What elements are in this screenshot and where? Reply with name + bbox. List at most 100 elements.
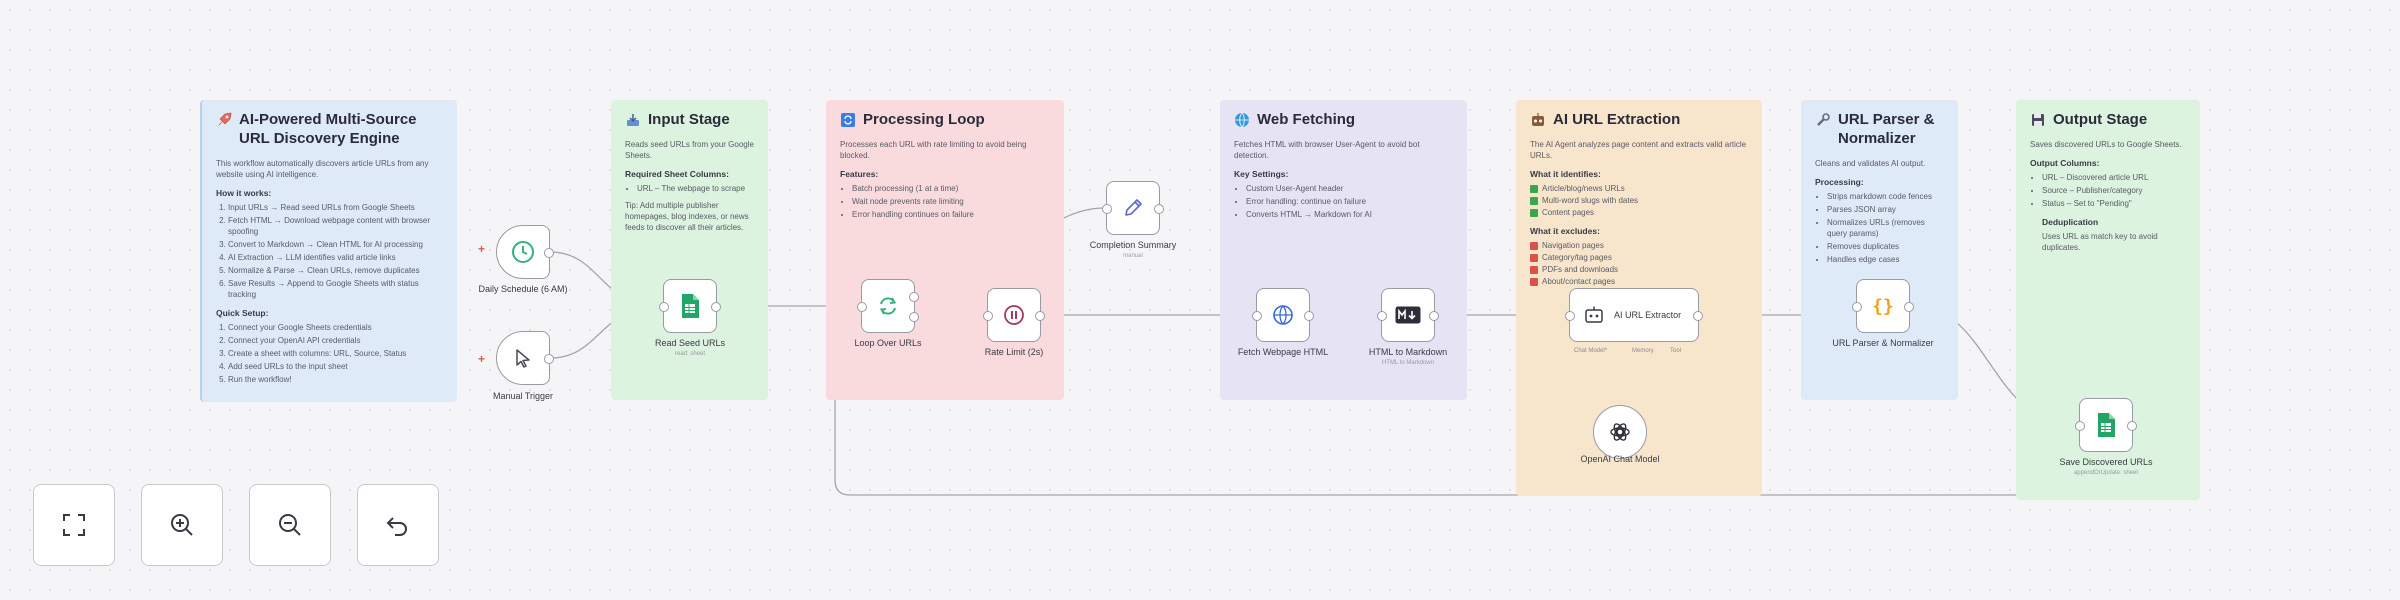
reset-zoom-button[interactable] [357,484,439,566]
fit-view-button[interactable] [33,484,115,566]
output-port[interactable] [1154,204,1164,214]
note-desc: This workflow automatically discovers ar… [216,159,429,179]
note-heading: What it identifies: [1530,169,1601,179]
output-port[interactable] [2127,421,2137,431]
node-label: Manual Trigger [492,391,554,401]
list-item: URL – Discovered article URL [2042,172,2186,183]
list-item: Wait node prevents rate limiting [852,196,1050,207]
list-item: Error handling continues on failure [852,209,1050,220]
node-url-parser-normalizer[interactable]: {} [1852,279,1914,333]
note-desc: The AI Agent analyzes page content and e… [1530,140,1747,160]
agent-port-label: Tool [1670,348,1682,354]
node-label: Save Discovered URLs [2059,457,2153,467]
input-port[interactable] [659,302,669,312]
zoom-out-button[interactable] [249,484,331,566]
output-port[interactable] [544,248,554,258]
robot-icon [1585,306,1603,323]
list-item: Connect your Google Sheets credentials [228,322,443,333]
cross-icon [1530,265,1538,274]
note-web-fetching[interactable]: Web Fetching Fetches HTML with browser U… [1220,100,1467,400]
input-port[interactable] [2075,421,2085,431]
note-desc: Processes each URL with rate limiting to… [840,140,1027,160]
inbox-icon [627,114,639,126]
node-subtitle: read: sheet [674,351,706,357]
cross-icon [1530,241,1538,250]
note-input-stage[interactable]: Input Stage Reads seed URLs from your Go… [611,100,768,400]
output-port[interactable] [1904,302,1914,312]
note-url-parser[interactable]: URL Parser & Normalizer Cleans and valid… [1801,100,1958,400]
note-title: Web Fetching [1257,111,1356,128]
node-read-seed-urls[interactable] [659,279,721,333]
fit-view-icon [63,514,85,536]
node-completion-summary[interactable] [1102,181,1164,235]
input-port[interactable] [857,302,867,312]
note-desc: Saves discovered URLs to Google Sheets. [2030,140,2182,149]
list-item: Batch processing (1 at a time) [852,183,1050,194]
output-port[interactable] [711,302,721,312]
zoom-in-button[interactable] [141,484,223,566]
note-heading: Features: [840,169,879,179]
node-fetch-webpage-html[interactable] [1252,288,1314,342]
note-desc: Fetches HTML with browser User-Agent to … [1234,140,1420,160]
node-loop-over-urls[interactable] [857,279,919,333]
node-label: Loop Over URLs [854,338,922,348]
list-item: Status – Set to "Pending" [2042,198,2186,209]
loop-icon [879,297,897,315]
list-item: Handles edge cases [1827,254,1944,265]
pause-icon [1004,305,1024,325]
node-subtitle: appendOrUpdate: sheet [2073,470,2139,476]
list-item: Multi-word slugs with dates [1530,195,1748,206]
list-item: Input URLs → Read seed URLs from Google … [228,202,443,213]
cursor-icon [516,349,530,368]
node-label: Read Seed URLs [654,338,726,348]
list-item: URL – The webpage to scrape [637,183,754,194]
input-port[interactable] [1102,204,1112,214]
node-rate-limit[interactable] [983,288,1045,342]
output-port[interactable] [909,292,919,302]
zoom-out-icon [279,514,301,536]
output-port[interactable] [1304,311,1314,321]
note-title: URL Parser & Normalizer [1838,111,1935,147]
input-port[interactable] [1252,311,1262,321]
add-trigger-plus[interactable]: + [478,242,486,256]
node-daily-schedule[interactable] [496,225,554,279]
node-manual-trigger[interactable] [496,331,554,385]
pencil-icon [1125,199,1142,216]
check-icon [1530,184,1538,193]
note-output-stage[interactable]: Output Stage Saves discovered URLs to Go… [2016,100,2200,500]
agent-port-label: Chat Model* [1574,348,1608,354]
cross-icon [1530,277,1538,286]
undo-icon [386,517,407,536]
check-icon [1530,196,1538,205]
output-port[interactable] [1035,311,1045,321]
node-save-discovered-urls[interactable] [2075,398,2137,452]
list-item: Connect your OpenAI API credentials [228,335,443,346]
node-ai-url-extractor[interactable]: AI URL Extractor [1565,288,1703,342]
output-port[interactable] [909,312,919,322]
output-port[interactable] [1693,311,1703,321]
list-item: Normalizes URLs (removes query params) [1827,217,1944,239]
input-port[interactable] [983,311,993,321]
check-icon [1530,208,1538,217]
node-label: Fetch Webpage HTML [1237,347,1329,357]
save-icon [2032,114,2044,126]
output-port[interactable] [1429,311,1439,321]
note-title: AI URL Extraction [1553,111,1681,128]
note-processing-loop[interactable]: Processing Loop Processes each URL with … [826,100,1064,400]
input-port[interactable] [1852,302,1862,312]
note-intro[interactable]: AI-Powered Multi-Source URL Discovery En… [200,100,457,402]
node-html-to-markdown[interactable] [1377,288,1439,342]
add-trigger-plus[interactable]: + [478,352,486,366]
input-port[interactable] [1377,311,1387,321]
list-item: Normalize & Parse → Clean URLs, remove d… [228,265,443,276]
node-openai-chat-model[interactable] [1593,405,1647,459]
note-heading: Key Settings: [1234,169,1289,179]
list-item: Removes duplicates [1827,241,1944,252]
list-item: Parses JSON array [1827,204,1944,215]
loop-icon [841,113,855,127]
node-subtitle: HTML to Markdown [1381,360,1435,366]
input-port[interactable] [1565,311,1575,321]
note-title: Input Stage [648,111,730,128]
list-item: PDFs and downloads [1530,264,1748,275]
output-port[interactable] [544,354,554,364]
